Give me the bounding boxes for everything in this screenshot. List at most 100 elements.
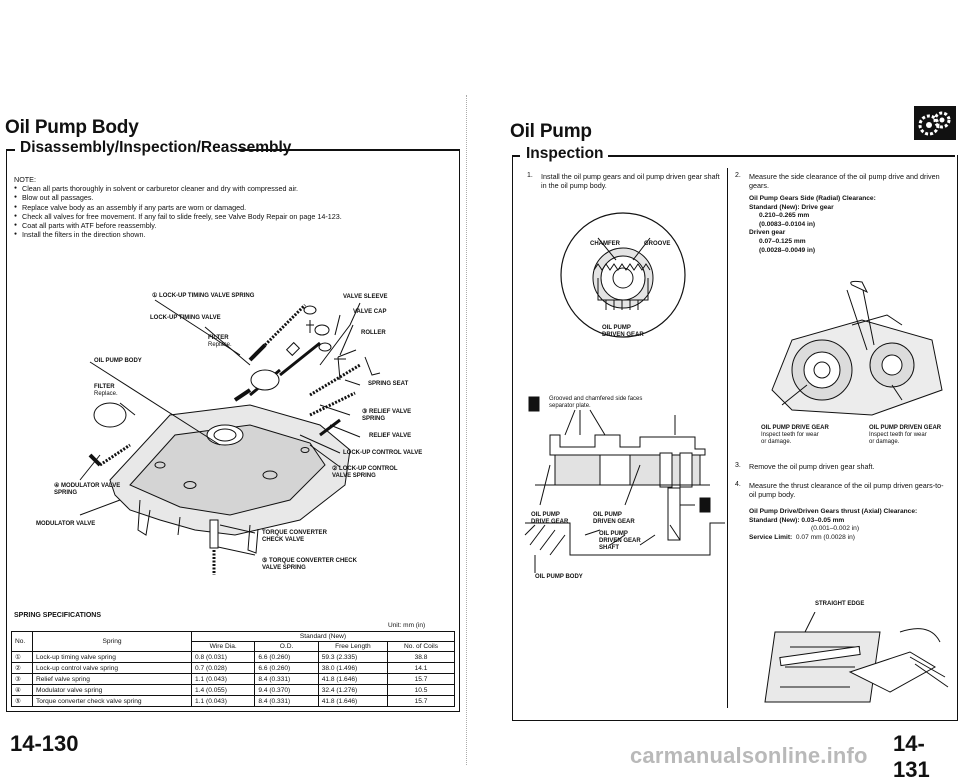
label-driven-gear-circle: OIL PUMP DRIVEN GEAR (602, 325, 644, 338)
label-grooved-note: Grooved and chamfered side faces separat… (549, 396, 643, 409)
gear-cross-section (524, 396, 725, 573)
cell-spring: Relief valve spring (32, 673, 192, 685)
cell-od: 9.4 (0.370) (254, 684, 319, 696)
label-tc-check-spring: ⑤ TORQUE CONVERTER CHECK VALVE SPRING (262, 558, 357, 571)
note-item: Clean all parts thoroughly in solvent or… (14, 184, 454, 193)
label-modulator-valve: MODULATOR VALVE (36, 521, 96, 527)
valve-body-diagram (79, 299, 381, 575)
label-relief-valve: RELIEF VALVE (369, 433, 412, 439)
cell-od: 8.4 (0.331) (254, 695, 319, 707)
cell-spring: Torque converter check valve spring (32, 695, 192, 707)
label-straight-edge: STRAIGHT EDGE (815, 601, 865, 607)
note-item: Install the filters in the direction sho… (14, 230, 454, 239)
label-lockup-timing-spring: ① LOCK-UP TIMING VALVE SPRING (152, 293, 255, 299)
spring-spec-unit: Unit: mm (in) (388, 622, 426, 629)
label-groove: GROOVE (644, 241, 671, 247)
cell-no: ② (11, 662, 33, 674)
label-valve-cap: VALVE CAP (353, 309, 387, 315)
cell-coils: 14.1 (387, 662, 455, 674)
cell-od: 6.6 (0.260) (254, 662, 319, 674)
cell-no: ① (11, 651, 33, 663)
cell-no: ④ (11, 684, 33, 696)
table-row: ② Lock-up control valve spring 0.7 (0.02… (11, 662, 455, 674)
right-content-frame (512, 155, 958, 721)
right-page-title: Oil Pump (510, 121, 592, 142)
col-header-standard: Standard (New) (191, 631, 455, 642)
label-tc-check-valve: TORQUE CONVERTER CHECK VALVE (262, 530, 327, 543)
right-column-divider (727, 168, 728, 708)
left-section-rule-right (238, 149, 460, 151)
note-item: Replace valve body as an assembly if any… (14, 203, 454, 212)
label-driven-gear-section: OIL PUMP DRIVEN GEAR (593, 512, 635, 525)
cell-free: 38.0 (1.496) (317, 662, 389, 674)
spec-radial-clearance: Oil Pump Gears Side (Radial) Clearance: … (749, 195, 876, 254)
spec-axial-clearance: Oil Pump Drive/Driven Gears thrust (Axia… (749, 508, 918, 541)
label-relief-spring: ③ RELIEF VALVE SPRING (362, 409, 412, 422)
label-chamfer: CHAMFER (590, 241, 620, 247)
step-1: 1. Install the oil pump gears and oil pu… (527, 172, 720, 191)
driven-gear-diagram (560, 212, 686, 338)
label-valve-sleeve: VALVE SLEEVE (343, 294, 388, 300)
note-item: Coat all parts with ATF before reassembl… (14, 221, 454, 230)
right-section-heading: Inspection (526, 145, 604, 162)
left-notes: NOTE: Clean all parts thoroughly in solv… (14, 175, 454, 240)
right-page-number: 14-131 (893, 731, 930, 782)
col-header-coils: No. of Coils (387, 641, 455, 652)
cell-wire: 0.8 (0.031) (190, 651, 256, 663)
table-row: ⑤ Torque converter check valve spring 1.… (11, 695, 455, 707)
measure-side-clearance-illustration (771, 280, 943, 416)
cell-wire: 1.4 (0.055) (190, 684, 256, 696)
label-shaft-section: OIL PUMP DRIVEN GEAR SHAFT (599, 531, 641, 551)
cell-free: 59.3 (2.335) (317, 651, 389, 663)
label-spring-seat: SPRING SEAT (368, 381, 409, 387)
gutter-shadow (466, 95, 477, 765)
col-header-wire: Wire Dia. (190, 641, 256, 652)
cell-coils: 10.5 (387, 684, 455, 696)
right-section-rule-left (512, 155, 520, 157)
label-drive-gear-section: OIL PUMP DRIVE GEAR (531, 512, 569, 525)
step-4: 4. Measure the thrust clearance of the o… (735, 481, 944, 500)
cell-no: ③ (11, 673, 33, 685)
table-row: ① Lock-up timing valve spring 0.8 (0.031… (11, 651, 455, 663)
cell-free: 41.8 (1.646) (317, 673, 389, 685)
cell-wire: 0.7 (0.028) (190, 662, 256, 674)
cell-no: ⑤ (11, 695, 33, 707)
left-section-heading: Disassembly/Inspection/Reassembly (20, 139, 292, 156)
cell-od: 6.6 (0.260) (254, 651, 319, 663)
col-header-spring: Spring (32, 631, 192, 652)
label-modulator-spring: ④ MODULATOR VALVE SPRING (54, 483, 121, 496)
oil-pump-icon (914, 106, 956, 140)
label-pump-body-section: OIL PUMP BODY (535, 574, 583, 580)
col-header-free: Free Length (317, 641, 389, 652)
label-oil-pump-body: OIL PUMP BODY (94, 358, 142, 364)
cell-coils: 15.7 (387, 695, 455, 707)
table-row: ③ Relief valve spring 1.1 (0.043) 8.4 (0… (11, 673, 455, 685)
note-item: Check all valves for free movement. If a… (14, 212, 454, 221)
cell-spring: Lock-up timing valve spring (32, 651, 192, 663)
cell-spring: Lock-up control valve spring (32, 662, 192, 674)
site-watermark: carmanualsonline.info (630, 743, 868, 768)
cell-wire: 1.1 (0.043) (190, 673, 256, 685)
spring-spec-table: No. Spring Standard (New) Wire Dia. O.D.… (11, 631, 455, 707)
label-roller: ROLLER (361, 330, 386, 336)
step-2: 2. Measure the side clearance of the oil… (735, 172, 940, 191)
label-lockup-timing-valve: LOCK-UP TIMING VALVE (150, 315, 221, 321)
cell-coils: 38.8 (387, 651, 455, 663)
straight-edge-illustration (764, 612, 949, 703)
notes-title: NOTE: (14, 175, 36, 184)
left-section-rule-left (6, 149, 15, 151)
step-3: 3. Remove the oil pump driven gear shaft… (735, 462, 875, 471)
col-header-no: No. (11, 631, 33, 652)
cell-od: 8.4 (0.331) (254, 673, 319, 685)
cell-wire: 1.1 (0.043) (190, 695, 256, 707)
left-page-number: 14-130 (10, 731, 79, 756)
label-lockup-control-spring: ② LOCK-UP CONTROL VALVE SPRING (332, 466, 398, 479)
left-page-title: Oil Pump Body (5, 117, 139, 138)
cell-coils: 15.7 (387, 673, 455, 685)
cell-free: 41.8 (1.646) (317, 695, 389, 707)
note-item: Blow out all passages. (14, 193, 454, 202)
